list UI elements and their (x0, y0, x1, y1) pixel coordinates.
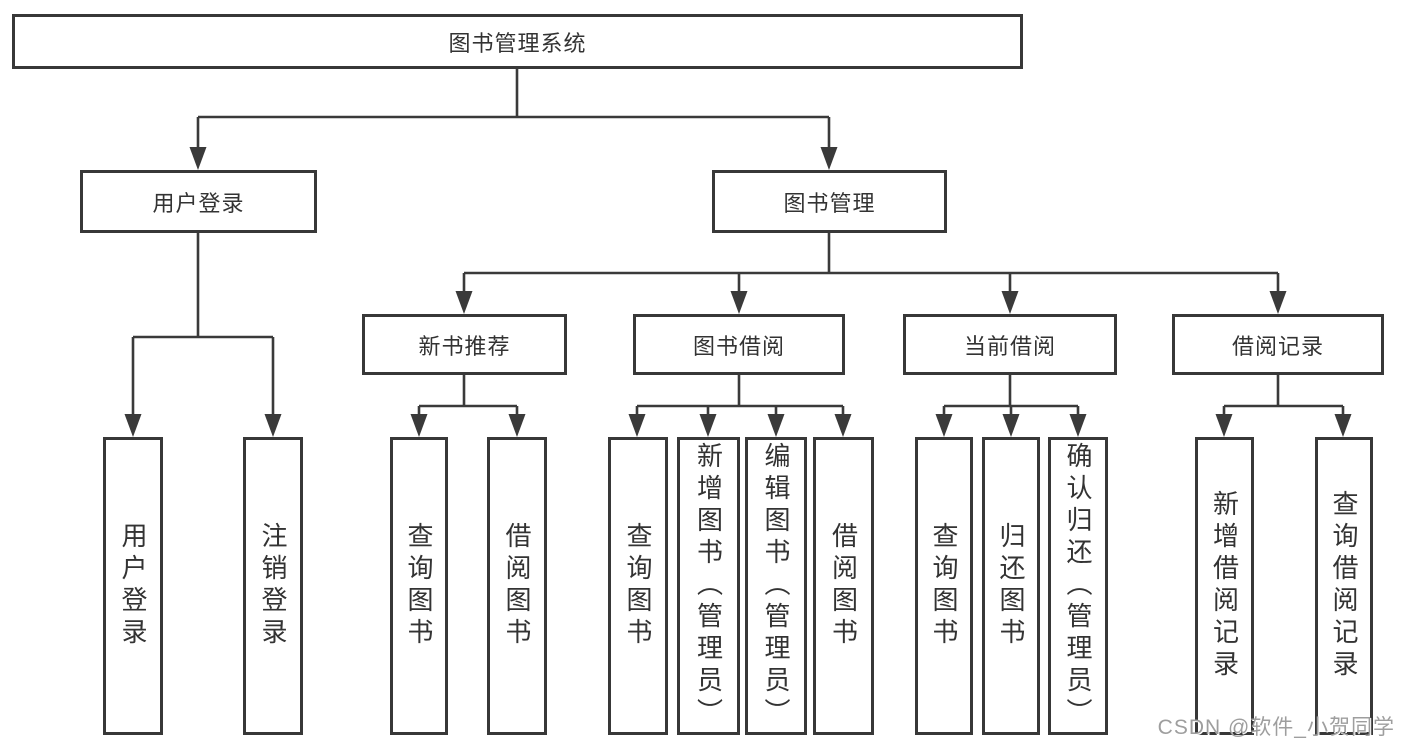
node-book-borrowing: 图书借阅 (633, 314, 845, 375)
node-label: 用户登录 (118, 522, 148, 650)
node-label: 新增借阅记录 (1209, 490, 1240, 682)
leaf-borrow-books-recommend: 借阅图书 (487, 437, 547, 735)
node-label: 查询图书 (404, 522, 434, 650)
node-label: 新增图书（管理员） (693, 442, 724, 730)
node-label: 借阅图书 (828, 522, 859, 650)
node-book-management: 图书管理 (712, 170, 947, 233)
node-label: 查询借阅记录 (1329, 490, 1359, 682)
leaf-add-borrow-record: 新增借阅记录 (1195, 437, 1254, 735)
node-label: 编辑图书（管理员） (761, 442, 791, 730)
node-label: 归还图书 (996, 522, 1026, 650)
node-label: 查询图书 (929, 522, 959, 650)
node-label: 查询图书 (623, 522, 653, 650)
node-label: 图书借阅 (692, 333, 785, 359)
node-new-book-recommendation: 新书推荐 (362, 314, 567, 375)
node-user-login: 用户登录 (80, 170, 317, 233)
leaf-query-books-recommend: 查询图书 (390, 437, 448, 735)
node-label: 注销登录 (258, 522, 288, 650)
arrowhead-icons (124, 147, 1352, 437)
node-label: 当前借阅 (963, 333, 1056, 359)
leaf-confirm-return-admin: 确认归还（管理员） (1048, 437, 1108, 735)
node-library-management-system: 图书管理系统 (12, 14, 1023, 69)
leaf-query-books-borrow: 查询图书 (608, 437, 668, 735)
node-label: 借阅图书 (502, 522, 532, 650)
node-current-borrowing: 当前借阅 (903, 314, 1117, 375)
leaf-add-books-admin: 新增图书（管理员） (677, 437, 740, 735)
node-label: 用户登录 (152, 190, 245, 216)
node-label: 借阅记录 (1231, 333, 1324, 359)
leaf-logout: 注销登录 (243, 437, 303, 735)
node-label: 图书管理 (783, 190, 876, 216)
node-borrowing-records: 借阅记录 (1172, 314, 1384, 375)
leaf-borrow-books: 借阅图书 (813, 437, 874, 735)
node-label: 图书管理系统 (448, 30, 587, 56)
leaf-user-login: 用户登录 (103, 437, 163, 735)
leaf-return-books: 归还图书 (982, 437, 1040, 735)
node-label: 确认归还（管理员） (1063, 442, 1093, 730)
node-label: 新书推荐 (418, 333, 511, 359)
leaf-query-borrow-record: 查询借阅记录 (1315, 437, 1373, 735)
csdn-watermark: CSDN @软件_小贺同学 (1157, 716, 1395, 739)
leaf-query-books-current: 查询图书 (915, 437, 973, 735)
leaf-edit-books-admin: 编辑图书（管理员） (745, 437, 807, 735)
